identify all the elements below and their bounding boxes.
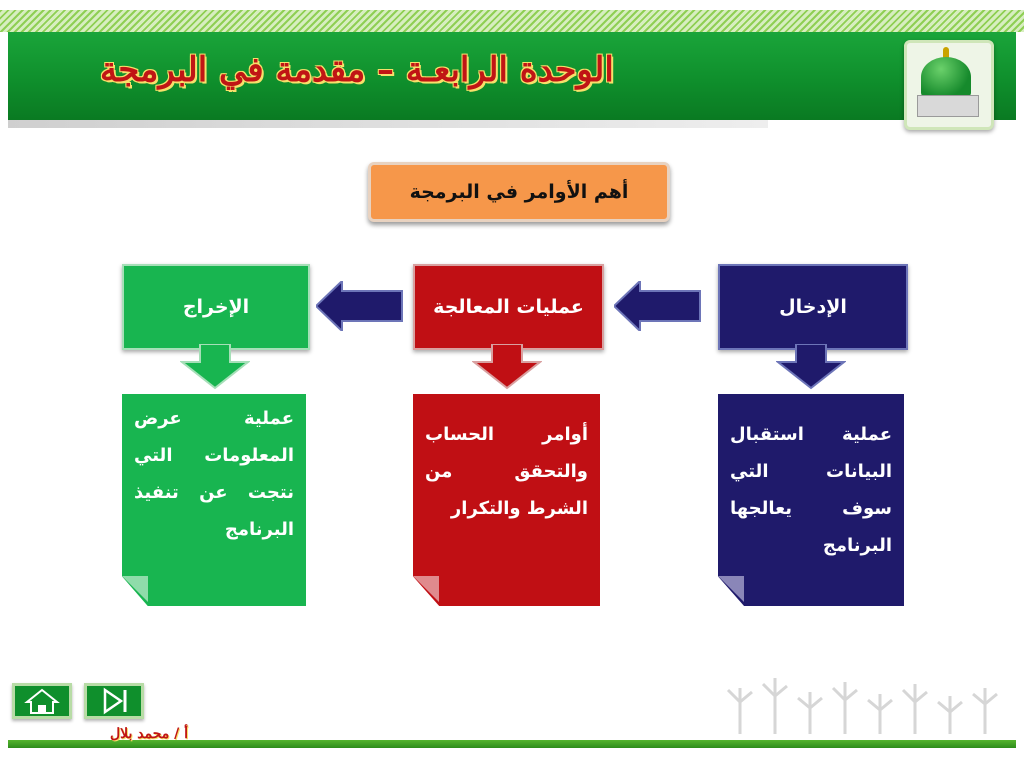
input-description: عملية استقبال البيانات التي سوف يعالجها … [718, 394, 904, 606]
header-stripe [0, 10, 1024, 32]
home-button[interactable] [12, 683, 72, 719]
folded-corner [718, 576, 744, 602]
output-box: الإخراج [122, 264, 310, 350]
output-description: عملية عرض المعلومات التي نتجت عن تنفيذ ا… [122, 394, 306, 606]
home-icon [24, 688, 60, 714]
next-slide-icon [103, 687, 127, 715]
arrow-down-icon [180, 344, 250, 390]
processing-description: أوامر الحساب والتحقق من الشرط والتكرار [413, 394, 600, 606]
plants-decoration-icon [726, 678, 998, 734]
folded-corner [122, 576, 148, 602]
page-title: الوحدة الرابعـة – مقدمة في البرمجة [100, 50, 614, 90]
main-topic-label: أهم الأوامر في البرمجة [368, 162, 670, 222]
header-bar [8, 32, 1016, 120]
header-shadow [8, 120, 768, 128]
processing-box: عمليات المعالجة [413, 264, 604, 350]
arrow-left-icon [316, 281, 403, 331]
folded-corner [413, 576, 439, 602]
arrow-down-icon [472, 344, 542, 390]
author-label: أ / محمد بلال [109, 726, 188, 742]
footer-bar [8, 740, 1016, 748]
next-slide-button[interactable] [84, 683, 144, 719]
arrow-left-icon [614, 281, 701, 331]
arrow-down-icon [776, 344, 846, 390]
input-box: الإدخال [718, 264, 908, 350]
mosque-dome-icon [904, 40, 994, 130]
